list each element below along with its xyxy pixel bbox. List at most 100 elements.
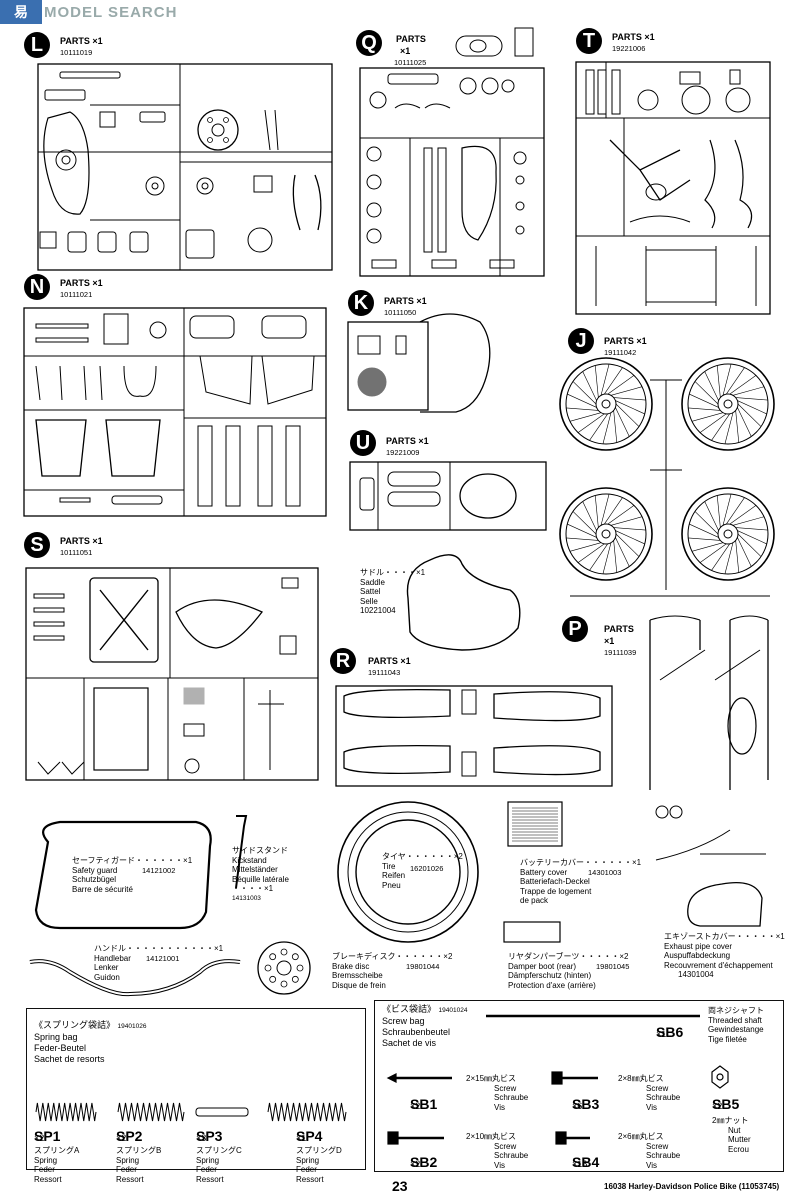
- kickstand-code: 14131003: [232, 894, 261, 902]
- battery-cover-drawing: [507, 801, 563, 847]
- damper-boot-drawing: [503, 921, 561, 943]
- kickstand-fr: Béquille latérale: [232, 874, 289, 884]
- saddle-fr: Selle: [360, 596, 378, 606]
- spring-bag-code: 19401026: [117, 1023, 147, 1030]
- sb6-fr: Tige filetée: [708, 1034, 747, 1044]
- sprue-u-drawing: [349, 461, 547, 531]
- sprue-l-code: 10111019: [60, 48, 93, 57]
- sprue-u-parts: PARTS ×1: [386, 436, 429, 446]
- sb2-en: Screw: [494, 1141, 517, 1151]
- tire-jp: タイヤ・・・・・・×2: [382, 852, 463, 861]
- sb6-qty: ×1: [656, 1029, 667, 1039]
- sb4-de: Schraube: [646, 1151, 681, 1160]
- sp4-id: SP4: [296, 1128, 323, 1144]
- spring-sp2: SP2 ×2 スプリングB Spring Feder Ressort: [116, 1128, 161, 1184]
- exhaust-cover-drawing: [687, 881, 763, 927]
- sb6-de: Gewindestange: [708, 1025, 764, 1034]
- sprue-r-code: 19111043: [368, 668, 401, 677]
- screws-drawing: [386, 1014, 729, 1145]
- sb2-jp: 2×10㎜丸ビス: [466, 1132, 517, 1141]
- sb2-desc: 2×10㎜丸ビス Screw Schraube Vis: [466, 1132, 528, 1170]
- sp4-de: Feder: [296, 1165, 317, 1174]
- battery-cover-code: 14301003: [588, 868, 622, 877]
- sprue-letter-t: T: [576, 28, 602, 54]
- sp3-en: Spring: [196, 1155, 220, 1165]
- sprue-letter-l: L: [24, 32, 50, 58]
- brake-disc-drawing: [257, 941, 311, 995]
- tire-label: タイヤ・・・・・・×2 Tire Reifen Pneu: [382, 852, 463, 890]
- sprue-j-drawing: [559, 357, 775, 597]
- sb3-qty: ×6: [572, 1101, 583, 1111]
- spring-bag-fr: Sachet de resorts: [34, 1054, 105, 1064]
- spring-bag-en: Spring bag: [34, 1032, 78, 1042]
- sb4-id: SB4: [572, 1154, 600, 1170]
- safety-guard-jp: セーフティガード・・・・・・×1: [72, 856, 193, 865]
- sp2-en: Spring: [116, 1155, 140, 1165]
- exhaust-cover-en: Exhaust pipe cover: [664, 941, 733, 951]
- sprue-s-drawing: [25, 567, 319, 781]
- handlebar-fr: Guidon: [94, 972, 120, 982]
- sb3-de: Schraube: [646, 1093, 681, 1102]
- sprue-t-drawing: [575, 61, 771, 315]
- sb4-qty: ×16: [572, 1159, 588, 1169]
- exhaust-cover-fr: Recouvrement d'échappement: [664, 960, 773, 970]
- sb5-item: SB5 ×2: [712, 1096, 739, 1114]
- battery-cover-label: バッテリーカバー・・・・・・×1 Battery cover Batterief…: [520, 858, 641, 906]
- sp4-en: Spring: [296, 1155, 320, 1165]
- brake-disc-code: 19801044: [406, 962, 440, 971]
- kickstand-de: Mittelständer: [232, 865, 278, 874]
- exhaust-cover-code: 14301004: [678, 970, 714, 979]
- sprue-p-parts: PARTS: [604, 624, 634, 634]
- screw-bag-box: [374, 1000, 784, 1172]
- tire-fr: Pneu: [382, 880, 401, 890]
- kickstand-qty: ・・・・×1: [232, 884, 274, 893]
- brake-disc-fr: Disque de frein: [332, 980, 386, 990]
- sb2-de: Schraube: [494, 1151, 529, 1160]
- screw-bag-de: Schraubenbeutel: [382, 1027, 451, 1037]
- sp4-fr: Ressort: [296, 1174, 324, 1184]
- sp2-id: SP2: [116, 1128, 143, 1144]
- sb1-fr: Vis: [494, 1102, 505, 1112]
- screw-bag-en: Screw bag: [382, 1016, 425, 1026]
- tire-en: Tire: [382, 861, 396, 871]
- battery-cover-jp: バッテリーカバー・・・・・・×1: [520, 858, 642, 867]
- spring-bag-jp: 《スプリング袋詰》: [34, 1020, 116, 1030]
- damper-boot-en: Damper boot (rear): [508, 961, 577, 971]
- sprue-letter-q: Q: [356, 30, 382, 56]
- exhaust-cover-jp: エキゾーストカバー・・・・・×1: [664, 932, 785, 941]
- sb1-de: Schraube: [494, 1093, 529, 1102]
- battery-cover-en: Battery cover: [520, 867, 568, 877]
- sprue-t-code: 19221006: [612, 44, 646, 53]
- sb2-fr: Vis: [494, 1160, 505, 1170]
- sprue-letter-p: P: [562, 616, 588, 642]
- sb1-item: SB1 ×2: [410, 1096, 437, 1114]
- sprue-letter-s: S: [24, 532, 50, 558]
- sb3-en: Screw: [646, 1083, 669, 1093]
- exhaust-cover-de: Auspuffabdeckung: [664, 951, 731, 960]
- sb5-jp: 2㎜ナット: [712, 1116, 749, 1125]
- sb3-desc: 2×8㎜丸ビス Screw Schraube Vis: [618, 1074, 680, 1112]
- sprue-u-code: 19221009: [386, 448, 420, 457]
- sp1-fr: Ressort: [34, 1174, 62, 1184]
- sb2-qty: ×2: [410, 1159, 421, 1169]
- sb6-item: SB6 ×1: [656, 1024, 683, 1042]
- safety-guard-label: セーフティガード・・・・・・×1 Safety guard Schutzbüge…: [72, 856, 192, 894]
- sp2-jp: スプリングB: [116, 1146, 162, 1155]
- spring-sp3: SP3 ×3 スプリングC Spring Feder Ressort: [196, 1128, 242, 1184]
- sb6-en: Threaded shaft: [708, 1015, 762, 1025]
- spring-bag-box: [26, 1008, 366, 1170]
- spring-bag-de: Feder-Beutel: [34, 1043, 87, 1053]
- screw-bag-header: 《ビス袋詰》 19401024 Screw bag Schraubenbeute…: [382, 1004, 467, 1049]
- tire-de: Reifen: [382, 871, 406, 880]
- brake-disc-de: Bremsscheibe: [332, 971, 383, 980]
- sb1-en: Screw: [494, 1083, 517, 1093]
- screw-bag-jp: 《ビス袋詰》: [382, 1004, 437, 1014]
- sprue-p-code: 19111039: [604, 648, 637, 657]
- brake-disc-en: Brake disc: [332, 961, 370, 971]
- sb6-desc: 両ネジシャフト Threaded shaft Gewindestange Tig…: [708, 1006, 764, 1044]
- sb1-desc: 2×15㎜丸ビス Screw Schraube Vis: [466, 1074, 528, 1112]
- battery-cover-fr1: Trappe de logement: [520, 886, 592, 896]
- sb1-jp: 2×15㎜丸ビス: [466, 1074, 517, 1083]
- sp1-en: Spring: [34, 1155, 58, 1165]
- sb5-de: Mutter: [728, 1135, 751, 1144]
